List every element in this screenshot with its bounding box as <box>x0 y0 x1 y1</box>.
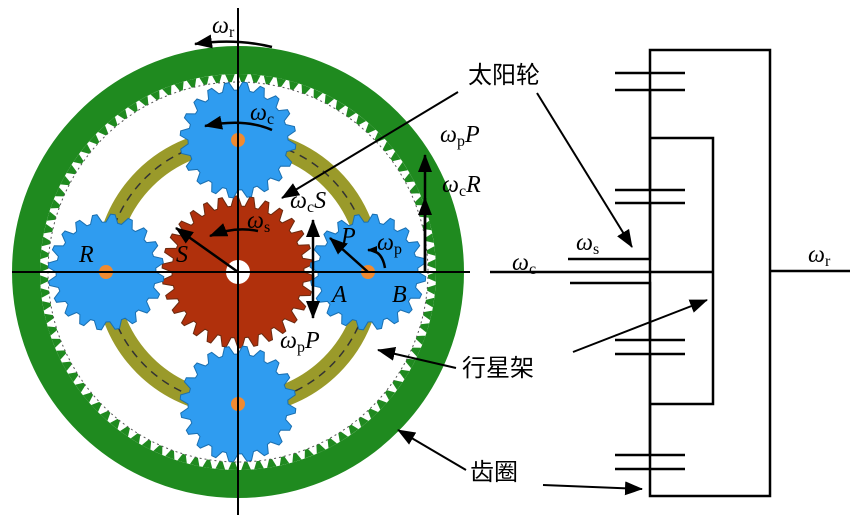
carrier-pointer-left <box>377 347 457 369</box>
schematic <box>490 48 850 498</box>
schematic-omega-r-label: ωr <box>808 242 831 270</box>
ring-pointer-right <box>542 481 643 496</box>
omega-c-S-label: ωcS <box>290 188 326 216</box>
schematic-omega-c-label: ωc <box>512 250 536 278</box>
P-label: P <box>340 224 356 250</box>
omega-p-label: ωp <box>377 230 402 258</box>
carrier-rotation-arrow <box>204 115 273 132</box>
sun-shaft <box>568 203 652 261</box>
ring-rotation-arrow <box>194 34 273 49</box>
planet-radius-arrow <box>329 237 369 273</box>
S-label: S <box>176 242 188 268</box>
omega-r-label: ωr <box>212 13 235 41</box>
sun-pointer-right <box>536 92 633 248</box>
pointer-arrows <box>281 91 708 496</box>
A-label: A <box>330 282 347 308</box>
carrier-label: 行星架 <box>462 354 534 382</box>
R-label: R <box>78 242 94 268</box>
planet-rotation-arrow <box>367 246 387 269</box>
ring-gear-label: 齿圈 <box>470 458 518 486</box>
carrier-frame <box>650 136 715 406</box>
omega-c-label: ωc <box>250 100 274 128</box>
velocity-arrows <box>175 34 432 319</box>
omega-s-label: ωs <box>247 208 270 236</box>
omega-c-R-label: ωcR <box>442 172 481 200</box>
sun-gear-label: 太阳轮 <box>468 61 540 89</box>
ring-pointer-left <box>397 429 467 471</box>
carrier-pointer-right <box>572 299 708 353</box>
omega-p-P-upper-label: ωpP <box>440 122 480 150</box>
sun-radius-arrow <box>175 226 239 274</box>
schematic-omega-s-label: ωs <box>576 230 599 258</box>
sun-pointer-left <box>281 91 459 199</box>
B-label: B <box>392 282 407 308</box>
sun-rotation-arrow <box>209 223 259 238</box>
omega-p-P-lower-label: ωpP <box>280 328 320 356</box>
